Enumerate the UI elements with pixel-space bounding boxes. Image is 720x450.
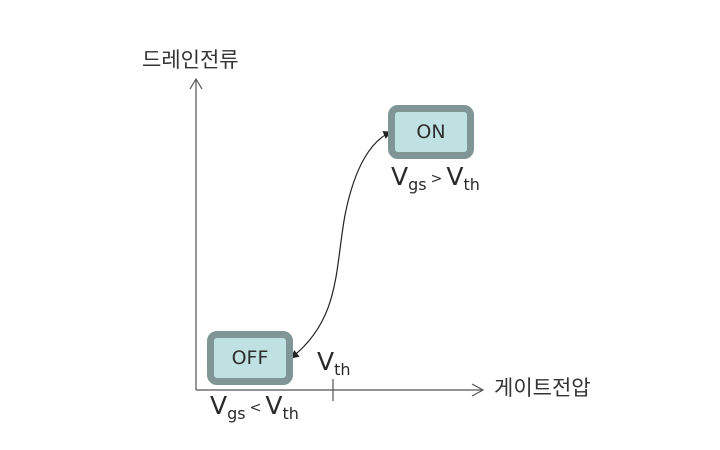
on-state-box: ON — [388, 105, 474, 159]
on-cond-sub2: th — [463, 175, 480, 194]
threshold-label: Vth — [317, 347, 351, 378]
y-axis-arrow-icon — [189, 77, 203, 90]
transition-arrow — [290, 131, 392, 359]
off-cond-sub1: gs — [227, 404, 246, 423]
x-axis-arrow-icon — [471, 383, 485, 397]
on-cond-op: > — [430, 171, 443, 187]
on-cond-v2: V — [446, 162, 464, 191]
off-cond-v1: V — [210, 391, 228, 420]
on-condition: Vgs>Vth — [391, 162, 480, 193]
threshold-sub: th — [334, 360, 351, 379]
off-state-box: OFF — [207, 331, 293, 385]
off-cond-op: < — [249, 400, 262, 416]
on-cond-sub1: gs — [408, 175, 427, 194]
on-cond-v1: V — [391, 162, 409, 191]
off-state-label: OFF — [231, 347, 269, 369]
off-cond-v2: V — [265, 391, 283, 420]
x-axis-title: 게이트전압 — [494, 376, 591, 400]
threshold-v: V — [317, 347, 335, 376]
y-axis-title: 드레인전류 — [142, 48, 239, 72]
off-cond-sub2: th — [282, 404, 299, 423]
on-state-label: ON — [416, 121, 446, 143]
off-condition: Vgs<Vth — [210, 391, 299, 422]
